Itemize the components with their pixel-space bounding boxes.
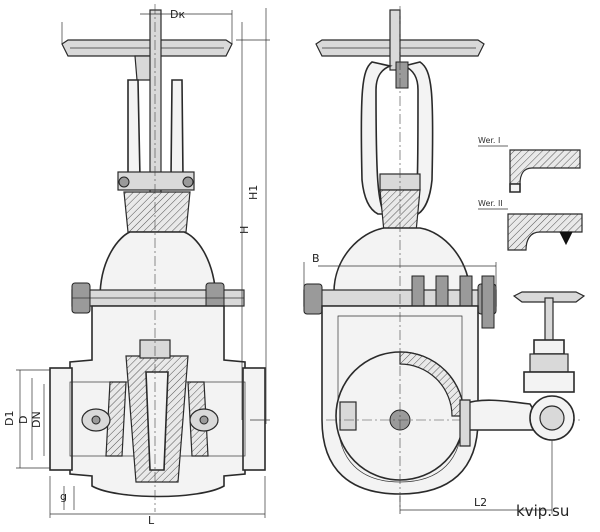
body-lug-right bbox=[189, 408, 219, 432]
d1-label: D1 bbox=[3, 411, 16, 426]
site-watermark: kvip.su bbox=[516, 502, 569, 520]
bypass-valve bbox=[459, 291, 586, 447]
dn-label: DN bbox=[30, 411, 43, 428]
pipe-end-left bbox=[49, 367, 73, 471]
variant-1-label: Wer. I bbox=[478, 136, 500, 145]
dimension-lines-left bbox=[16, 8, 270, 518]
side-section-view bbox=[303, 6, 580, 510]
weld-detail-variant-1: Wer. I bbox=[478, 136, 581, 193]
bonnet bbox=[99, 231, 217, 299]
handwheel bbox=[61, 39, 233, 81]
h1-label: H1 bbox=[247, 185, 260, 200]
body-lug-left bbox=[81, 408, 111, 432]
weld-detail-variant-2: Wer. II bbox=[478, 199, 583, 251]
d-label: D bbox=[17, 416, 30, 424]
b-label: B bbox=[312, 252, 320, 265]
g-label: g bbox=[60, 490, 67, 503]
dimension-lines-right bbox=[303, 262, 553, 514]
variant-2-label: Wer. II bbox=[478, 199, 503, 208]
l2-label: L2 bbox=[474, 496, 487, 509]
pipe-end-right bbox=[242, 367, 266, 471]
yoke bbox=[117, 79, 195, 233]
front-section-view bbox=[49, 4, 266, 512]
body-flange bbox=[71, 282, 245, 314]
l-label: L bbox=[148, 514, 155, 527]
h-label: H bbox=[238, 226, 251, 234]
dk-label: Dк bbox=[170, 8, 185, 21]
